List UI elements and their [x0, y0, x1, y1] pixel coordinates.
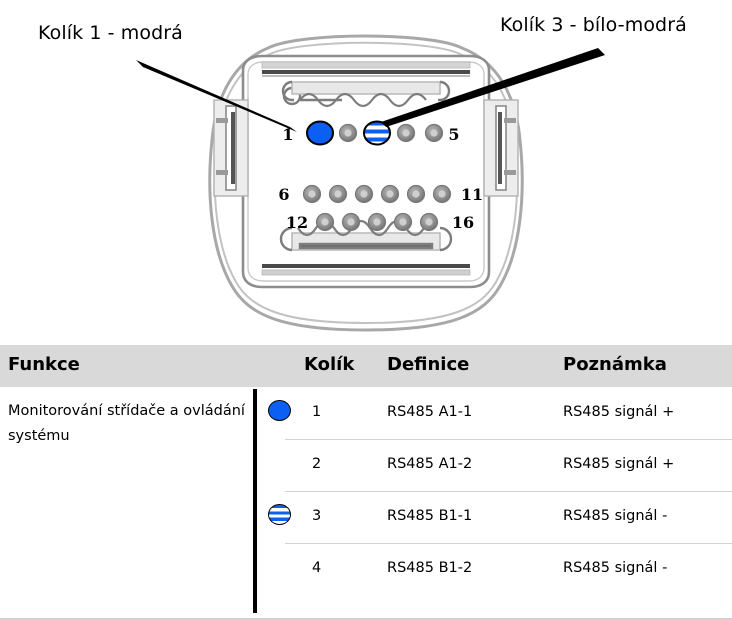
right-side-lock — [483, 99, 519, 197]
table-row: 4 RS485 B1-2 RS485 signál - — [257, 543, 732, 595]
cell-note: RS485 signál + — [563, 456, 675, 472]
connector-diagram: 1 5 6 11 12 16 Kolík 1 - modrá Kolík 3 -… — [38, 14, 687, 332]
pinout-table: Funkce Kolík Definice Poznámka Monitorov… — [0, 345, 732, 619]
pin-row-3-end-label: 16 — [452, 213, 474, 232]
callout-label-pin1: Kolík 1 - modrá — [38, 22, 183, 44]
connector-top-rail — [261, 61, 471, 77]
table-body: Monitorování střídače a ovládání systému… — [0, 387, 732, 619]
callout-label-pin3: Kolík 3 - bílo-modrá — [500, 14, 687, 36]
cell-definition: RS485 A1-2 — [387, 456, 473, 472]
cell-definition: RS485 A1-1 — [387, 404, 473, 420]
pin-row-1 — [306, 120, 444, 146]
pin-row-2-start-label: 6 — [278, 185, 289, 204]
table-row: 2 RS485 A1-2 RS485 signál + — [257, 439, 732, 491]
cell-pin: 2 — [312, 456, 322, 472]
bottom-retainer-clip — [279, 219, 453, 252]
table-row: 1 RS485 A1-1 RS485 signál + — [257, 387, 732, 439]
callout-line-pin1 — [136, 60, 297, 132]
pin-row-3 — [315, 212, 439, 232]
pin-3-socket — [363, 120, 391, 146]
connector-bottom-rail — [261, 264, 471, 276]
row-marker-solid-blue — [268, 400, 291, 421]
pin-1-socket — [306, 120, 334, 146]
pin-row-1-end-label: 5 — [448, 125, 459, 144]
callout-line-pin3 — [381, 48, 605, 127]
pin-row-3-start-label: 12 — [286, 213, 308, 232]
cell-pin: 3 — [312, 508, 322, 524]
row-separator — [285, 543, 732, 544]
cell-definition: RS485 B1-1 — [387, 508, 473, 524]
row-separator — [285, 491, 732, 492]
function-cell: Monitorování střídače a ovládání systému — [8, 403, 245, 444]
cell-note: RS485 signál + — [563, 404, 675, 420]
connector-housing — [208, 34, 524, 332]
cell-note: RS485 signál - — [563, 508, 668, 524]
top-retainer-clip — [281, 80, 451, 108]
cell-pin: 1 — [312, 404, 322, 420]
column-divider — [253, 389, 257, 613]
row-separator — [285, 439, 732, 440]
table-row: 3 RS485 B1-1 RS485 signál - — [257, 491, 732, 543]
column-header-poznamka: Poznámka — [563, 354, 667, 375]
pin-row-1-start-label: 1 — [282, 125, 293, 144]
cell-pin: 4 — [312, 560, 322, 576]
column-header-definice: Definice — [387, 354, 470, 375]
column-header-funkce: Funkce — [8, 354, 80, 375]
left-side-lock — [213, 99, 249, 197]
row-marker-striped-blue — [268, 504, 291, 525]
connector-illustration: 1 5 6 11 12 16 — [136, 34, 605, 332]
cell-note: RS485 signál - — [563, 560, 668, 576]
table-header-row: Funkce Kolík Definice Poznámka — [0, 345, 732, 387]
cell-definition: RS485 B1-2 — [387, 560, 473, 576]
column-header-kolik: Kolík — [304, 354, 355, 375]
pin-row-2 — [302, 184, 452, 204]
pin-row-2-end-label: 11 — [461, 185, 483, 204]
